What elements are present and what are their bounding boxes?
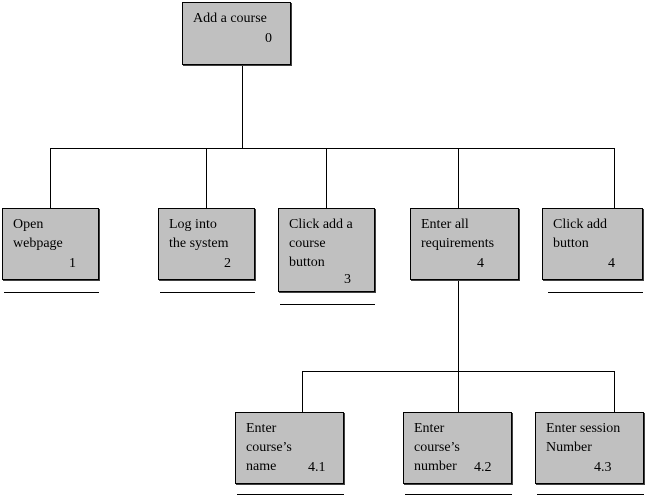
node-enter-course-name: Enter course’s name 4.1: [235, 412, 344, 484]
node-underline: [4, 292, 99, 293]
node-underline: [280, 304, 375, 305]
node-number: 1: [69, 256, 76, 271]
node-number: 3: [344, 272, 351, 287]
node-underline: [160, 292, 255, 293]
node-label: Enter course’s name: [246, 421, 292, 474]
node-open-webpage: Open webpage 1: [2, 208, 99, 280]
node-add-a-course: Add a course 0: [182, 2, 291, 65]
node-click-add-course-button: Click add a course button 3: [278, 208, 375, 292]
node-number: 2: [224, 256, 231, 271]
node-underline: [405, 494, 512, 495]
node-click-add-button: Click add button 4: [542, 208, 643, 280]
node-enter-session-number: Enter session Number 4.3: [535, 412, 644, 484]
node-underline: [537, 494, 644, 495]
node-log-into-system: Log into the system 2: [158, 208, 255, 280]
node-number: 4.1: [308, 460, 326, 475]
node-label: Enter all requirements: [421, 217, 495, 251]
node-number: 4: [477, 256, 484, 271]
node-label: Open webpage: [13, 217, 63, 251]
node-enter-all-requirements: Enter all requirements 4: [410, 208, 519, 280]
node-label: Enter course’s number: [414, 421, 460, 474]
node-label: Click add a course button: [289, 217, 353, 270]
node-number: 0: [265, 31, 272, 46]
node-number: 4.3: [594, 460, 612, 475]
node-enter-course-number: Enter course’s number 4.2: [403, 412, 512, 484]
node-label: Add a course: [193, 11, 267, 26]
node-label: Log into the system: [169, 217, 229, 251]
node-label: Click add button: [553, 217, 608, 251]
node-underline: [548, 292, 643, 293]
node-number: 4: [608, 256, 615, 271]
node-underline: [237, 494, 344, 495]
node-label: Enter session Number: [546, 421, 621, 455]
node-number: 4.2: [474, 460, 492, 475]
